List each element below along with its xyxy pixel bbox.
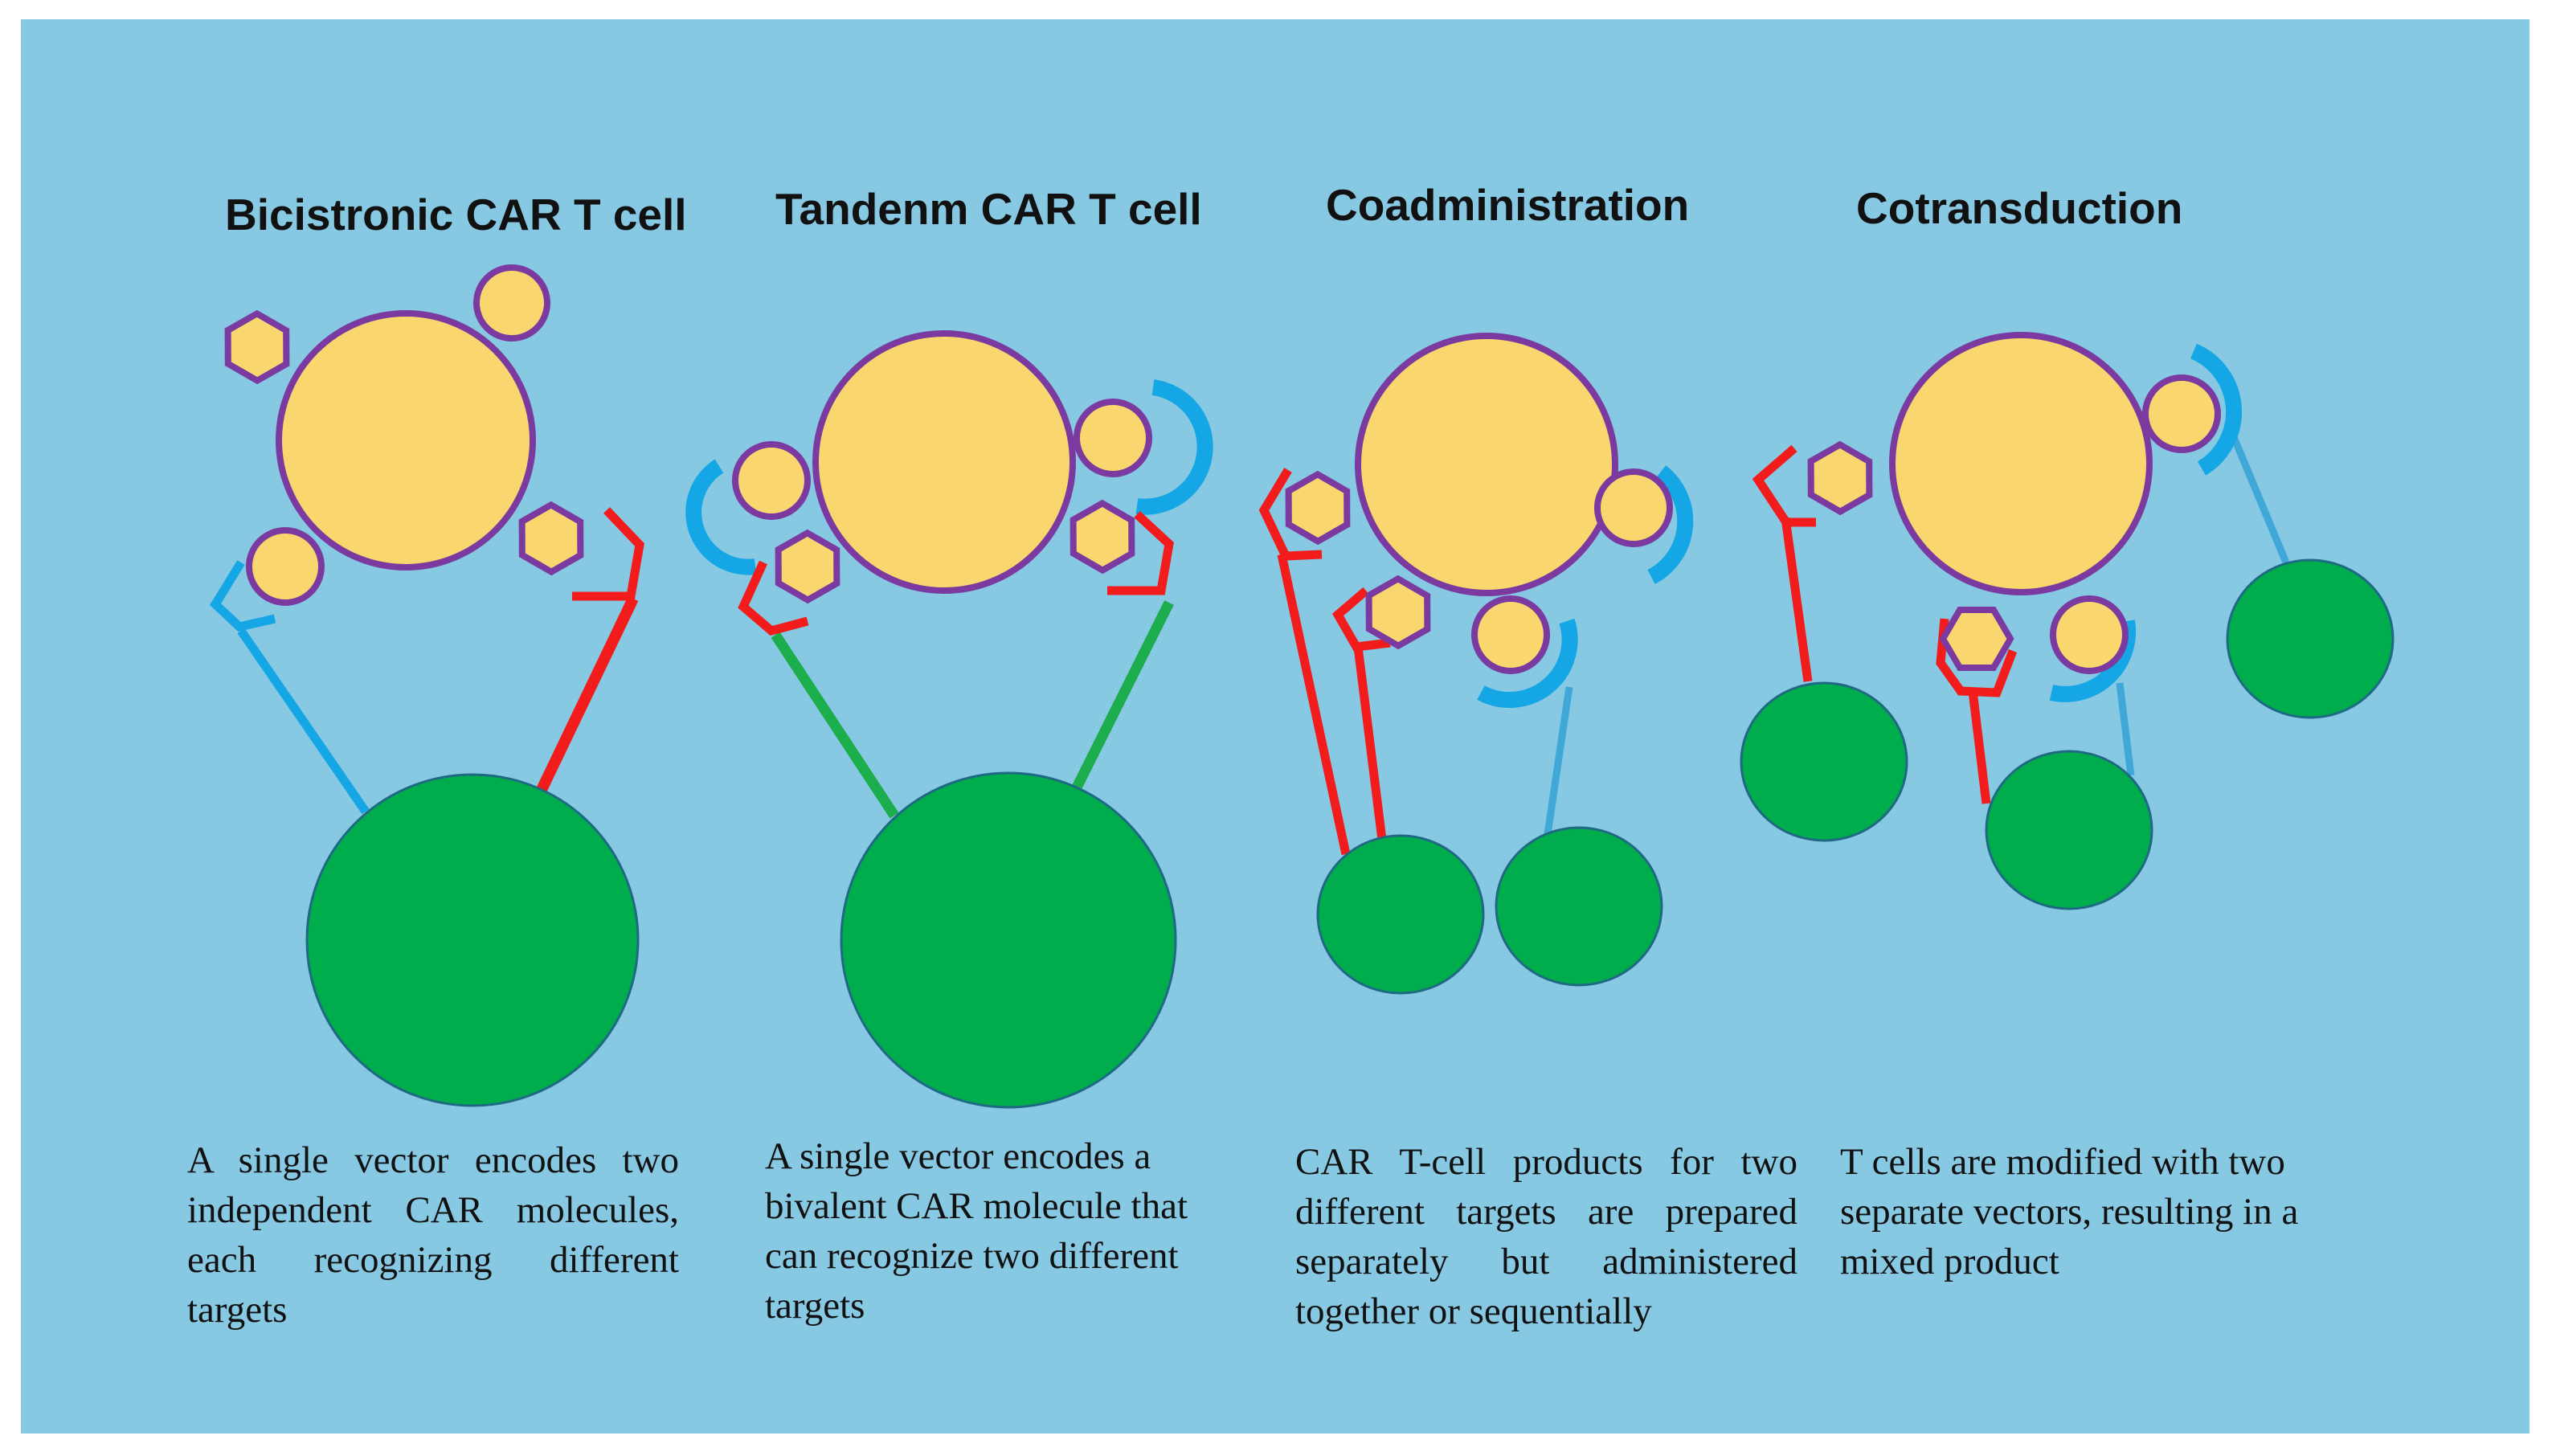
- panel-coadministration-graphic: [1258, 333, 1694, 995]
- target-cell: [2226, 558, 2395, 719]
- blue-car-receptor: [1647, 465, 1694, 584]
- blue-car-receptor: [1477, 618, 1578, 708]
- antigen-hexagon: [1797, 436, 1884, 520]
- panel-title-cotransduction: Cotransduction: [1856, 183, 2183, 233]
- antigen-circle: [2142, 374, 2221, 453]
- green-linker: [771, 632, 899, 819]
- red-car-receptor: [1331, 587, 1391, 652]
- panel-bicistronic-graphic: [209, 264, 644, 1107]
- antigen-circle: [1074, 399, 1152, 477]
- red-car-receptor: [1752, 444, 1816, 527]
- panel-tandem-graphic: [685, 330, 1213, 1109]
- blue-car-stalk: [237, 628, 370, 815]
- blue-car-receptor: [1135, 379, 1213, 515]
- blue-car-receptor: [685, 459, 757, 575]
- antigen-circle: [1471, 595, 1550, 674]
- panel-title-tandem: Tandenm CAR T cell: [775, 184, 1202, 234]
- panel-cotransduction-graphic: [1740, 332, 2395, 910]
- t-cell: [812, 330, 1076, 594]
- red-car-receptor: [1107, 510, 1174, 595]
- t-cell: [1889, 332, 2153, 595]
- red-car-stalk: [535, 595, 639, 795]
- blue-car-receptor: [2190, 343, 2243, 476]
- diagram-background: [21, 19, 2530, 1434]
- red-car-receptor: [738, 560, 809, 636]
- red-car-receptor: [572, 507, 644, 601]
- target-cell: [1740, 681, 1908, 842]
- antigen-circle: [2050, 595, 2129, 674]
- red-car-stalk: [1277, 553, 1351, 856]
- red-car-receptor: [1936, 618, 2018, 697]
- antigen-hexagon: [1943, 610, 2010, 668]
- target-cell: [305, 773, 640, 1107]
- panel-description-bicistronic: A single vector encodes two independent …: [187, 1139, 679, 1331]
- panel-title-coadministration: Coadministration: [1326, 180, 1690, 230]
- red-car-stalk: [1968, 690, 1991, 804]
- red-car-stalk: [1781, 517, 1813, 682]
- green-linker: [1072, 600, 1174, 790]
- t-cell: [276, 310, 536, 571]
- blue-car-stalk: [2116, 682, 2135, 776]
- antigen-hexagon: [1059, 495, 1147, 579]
- t-cell: [1355, 333, 1618, 596]
- target-cell: [1495, 826, 1663, 987]
- antigen-circle: [1594, 468, 1673, 547]
- target-cell: [1985, 750, 2153, 910]
- panel-description-coadministration: CAR T-cell products for two different ta…: [1295, 1141, 1797, 1332]
- panel-title-bicistronic: Bicistronic CAR T cell: [225, 190, 687, 239]
- blue-car-stalk: [1543, 686, 1573, 840]
- blue-car-receptor: [209, 560, 276, 632]
- target-cell: [840, 771, 1177, 1109]
- blue-car-stalk: [2226, 426, 2290, 564]
- panel-description-cotransduction: T cells are modified with two separate v…: [1840, 1141, 2299, 1282]
- red-car-stalk: [1353, 646, 1387, 840]
- antigen-circle: [473, 264, 550, 342]
- panel-description-tandem: A single vector encodes a bivalent CAR m…: [765, 1135, 1188, 1327]
- antigen-circle: [246, 527, 325, 606]
- target-cell: [1316, 834, 1485, 995]
- antigen-hexagon: [214, 305, 301, 389]
- red-car-receptor: [1258, 468, 1323, 561]
- antigen-hexagon: [508, 497, 595, 580]
- antigen-circle: [732, 441, 811, 520]
